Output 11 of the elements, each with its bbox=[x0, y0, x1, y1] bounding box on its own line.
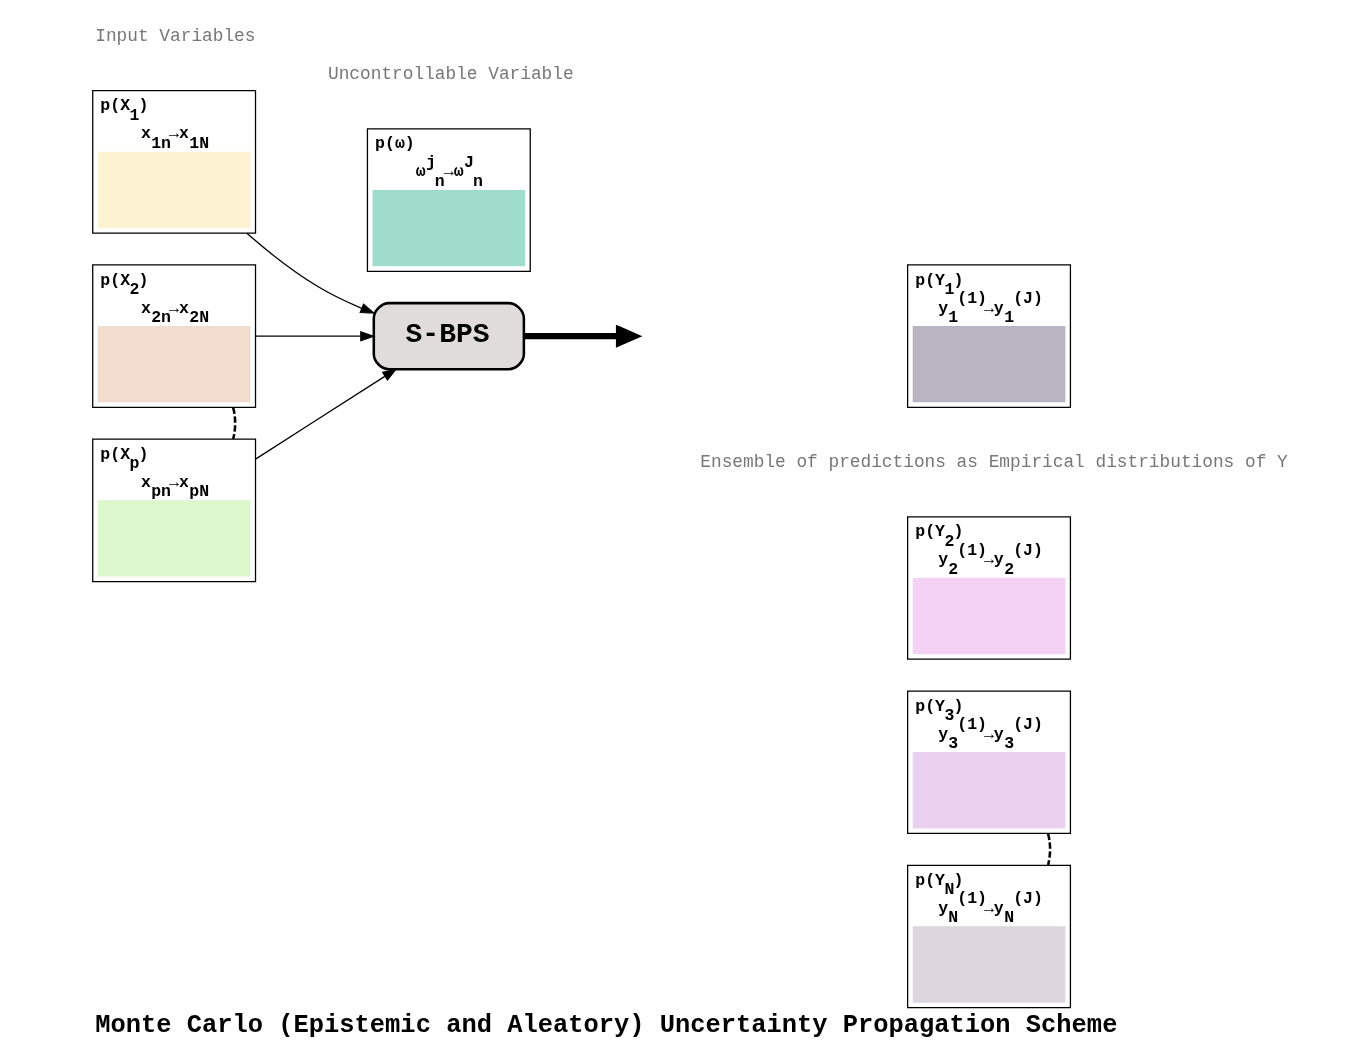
connector bbox=[231, 407, 236, 440]
arrow bbox=[245, 232, 376, 314]
label: Ensemble of predictions as Empirical distributions of Y bbox=[699, 451, 1288, 472]
label: Uncontrollable Variable bbox=[327, 63, 574, 84]
label: Input Variables bbox=[94, 25, 255, 46]
node-box: S-BPS bbox=[372, 301, 525, 371]
diagram-title: Monte Carlo (Epistemic and Aleatory) Uncertainty Propagation Scheme bbox=[94, 1010, 1117, 1040]
arrow bbox=[523, 324, 642, 348]
connector bbox=[1046, 833, 1051, 866]
arrow bbox=[254, 330, 375, 342]
arrow bbox=[254, 368, 397, 460]
